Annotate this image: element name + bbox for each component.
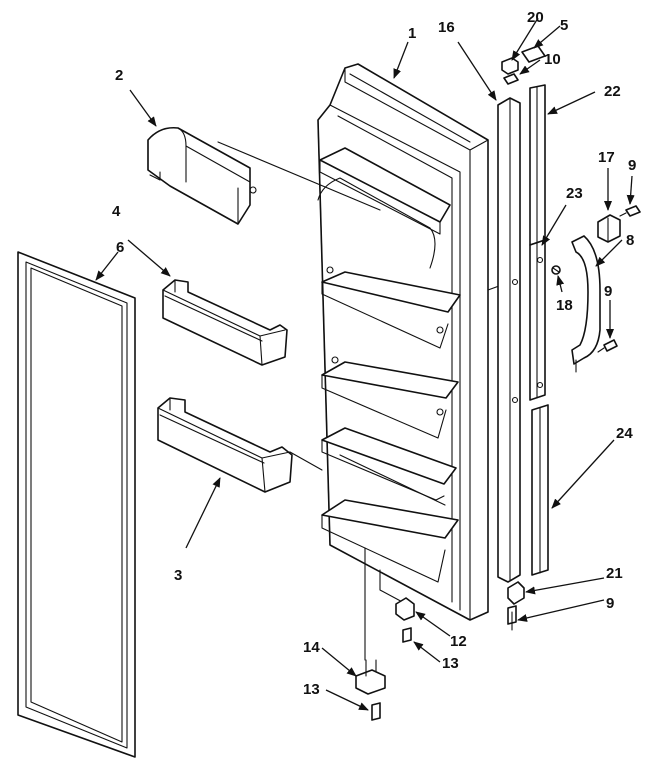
door-gasket	[17, 251, 136, 758]
callout-20: 20	[527, 9, 544, 26]
screw-13b	[371, 702, 381, 721]
screw-9a	[619, 205, 641, 217]
callout-18: 18	[556, 297, 573, 314]
door-trim-strip	[497, 97, 521, 583]
hinge-bushing-20	[501, 57, 519, 75]
callout-13-upper: 13	[442, 655, 459, 672]
handle-mount-trim	[529, 239, 546, 401]
callout-13-lower: 13	[303, 681, 320, 698]
callout-9-top: 9	[628, 157, 636, 174]
callout-9-bottom: 9	[606, 595, 614, 612]
callout-5: 5	[560, 17, 568, 34]
lower-handle-trim	[531, 404, 549, 576]
callout-21: 21	[606, 565, 623, 582]
callout-8: 8	[626, 232, 634, 249]
callout-24: 24	[616, 425, 633, 442]
hinge-pin-bracket-14	[355, 659, 386, 695]
callout-14: 14	[303, 639, 320, 656]
callout-3: 3	[174, 567, 182, 584]
door-handle	[571, 235, 601, 373]
upper-handle-trim	[529, 84, 546, 246]
callout-1: 1	[408, 25, 416, 42]
callout-23: 23	[566, 185, 583, 202]
callout-labels: 1 2 3 4 5 6 8 9 9 9 10 12 13 13 14 16 17…	[112, 9, 636, 698]
callout-6: 6	[116, 239, 124, 256]
callout-16: 16	[438, 19, 455, 36]
callout-12: 12	[450, 633, 467, 650]
screw-13a	[402, 627, 412, 643]
screw-9c	[507, 605, 517, 631]
cap-5	[521, 45, 546, 63]
door-shelf-bin-lower	[157, 397, 293, 493]
hinge-bushing-12	[395, 597, 415, 621]
hinge-clip-10	[503, 73, 519, 85]
hinge-bracket-21	[507, 581, 525, 605]
callout-22: 22	[604, 83, 621, 100]
callout-9-middle: 9	[604, 283, 612, 300]
refrigerator-door-liner	[317, 63, 489, 621]
callout-17: 17	[598, 149, 615, 166]
screw-9b	[597, 339, 618, 353]
screw-18	[551, 265, 561, 275]
door-shelf-bin-upper	[162, 279, 288, 366]
leader-lines	[95, 17, 635, 711]
callout-4: 4	[112, 203, 121, 220]
handle-end-cap	[597, 214, 621, 243]
callout-10: 10	[544, 51, 561, 68]
dairy-compartment-door	[147, 126, 257, 225]
callout-2: 2	[115, 67, 123, 84]
